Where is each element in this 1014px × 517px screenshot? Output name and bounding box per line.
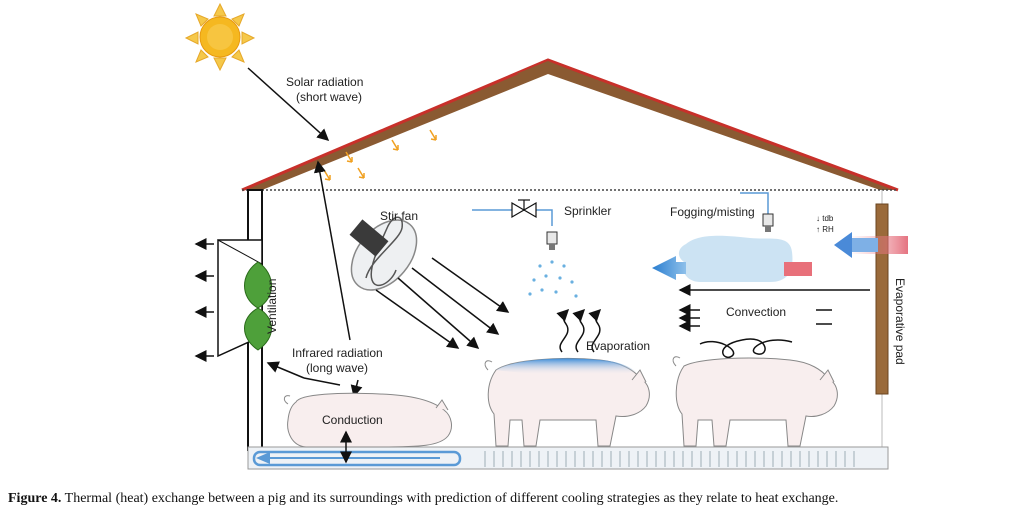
convection: Convection xyxy=(678,284,870,359)
slatted-floor xyxy=(484,451,855,467)
pig-standing-wet xyxy=(484,357,650,447)
figure-label: Figure 4. xyxy=(8,491,62,506)
sprinkler: Sprinkler xyxy=(472,199,611,298)
caption-text: Thermal (heat) exchange between a pig an… xyxy=(61,491,839,506)
roof xyxy=(241,58,899,192)
water-droplets xyxy=(528,260,578,298)
fogging-label: Fogging/misting xyxy=(670,205,755,219)
solar-radiation-sublabel: (short wave) xyxy=(296,90,362,104)
evaporation: Evaporation xyxy=(556,308,650,353)
sprinkler-label: Sprinkler xyxy=(564,204,611,218)
tdb-label: ↓ tdb xyxy=(816,214,834,223)
ventilation-fan: Ventilation xyxy=(194,238,279,362)
stir-fan-label: Stir fan xyxy=(380,209,418,223)
conduction-label: Conduction xyxy=(322,413,383,427)
solar-radiation-label: Solar radiation xyxy=(286,75,363,89)
thermal-exchange-diagram: Solar radiation (short wave) Infrared ra… xyxy=(184,2,908,470)
stir-fan: Stir fan xyxy=(349,209,510,349)
solar-radiation-arrow: Solar radiation (short wave) xyxy=(247,67,363,142)
evaporation-label: Evaporation xyxy=(586,339,650,353)
convection-label: Convection xyxy=(726,305,786,319)
evaporative-pad-label: Evaporative pad xyxy=(893,278,907,365)
sprinkler-valve-icon xyxy=(511,199,537,219)
figure-caption: Figure 4. Thermal (heat) exchange betwee… xyxy=(8,491,1008,507)
evaporative-pad: Evaporative pad xyxy=(834,203,908,395)
ventilation-label: Ventilation xyxy=(265,279,279,334)
pig-standing xyxy=(672,356,838,447)
fogging-misting: Fogging/misting xyxy=(652,192,812,282)
sun-icon xyxy=(184,2,256,72)
infrared-radiation: Infrared radiation (long wave) xyxy=(266,160,383,398)
infrared-label: Infrared radiation xyxy=(292,346,383,360)
temperature-humidity-indicator: ↓ tdb ↑ RH xyxy=(816,214,834,234)
rh-label: ↑ RH xyxy=(816,225,834,234)
pig-lying: Conduction xyxy=(283,392,452,464)
infrared-sublabel: (long wave) xyxy=(306,361,368,375)
